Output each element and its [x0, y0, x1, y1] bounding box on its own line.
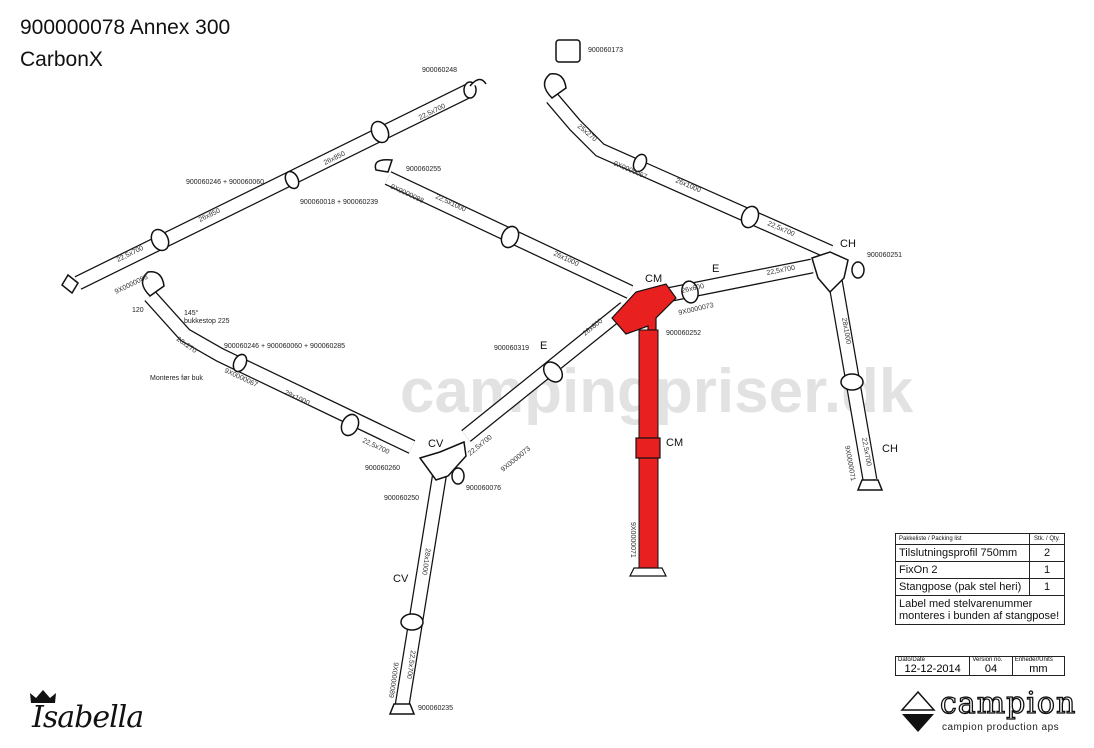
cv-corner-joint	[418, 440, 467, 481]
units-label: Enheder/Units	[1014, 657, 1053, 663]
tube-label: 22,5x700	[405, 650, 416, 680]
drawing-subtitle: CarbonX	[20, 48, 103, 71]
section-cv: CV	[428, 438, 444, 450]
tube-label: 9X0000073	[678, 302, 715, 317]
tubes	[61, 39, 884, 715]
wall-bracket	[141, 271, 165, 297]
clamp	[370, 120, 390, 144]
item-qty: 1	[1029, 578, 1065, 596]
units-value: mm	[1029, 663, 1048, 675]
dimension-label: 120	[132, 307, 144, 314]
clamp	[400, 613, 424, 631]
joint	[284, 170, 300, 190]
part-number-labels: 900060173 900060248 900060246 + 90006006…	[132, 47, 902, 712]
part-label: 900060246 + 900060060 + 900060285	[224, 343, 345, 350]
clamp	[150, 228, 170, 252]
clamp	[542, 361, 564, 383]
section-ch: CH	[882, 443, 898, 455]
version-value: 04	[984, 663, 998, 675]
joint	[632, 153, 648, 173]
section-cm: CM	[645, 273, 662, 285]
section-markers: CM CM E E CH CH CV CV	[393, 238, 898, 585]
end-cap	[463, 81, 477, 99]
end-cap	[451, 467, 465, 485]
part-label: 900060173	[588, 47, 623, 54]
item-name: FixOn 2	[895, 561, 1030, 579]
date-value: 12-12-2014	[904, 663, 961, 675]
part-label: 900060252	[666, 330, 701, 337]
crown-icon	[30, 690, 56, 703]
cm-center-joint-highlight	[611, 283, 677, 577]
part-label: 900060235	[418, 705, 453, 712]
isabella-wordmark: Isabella	[32, 700, 144, 735]
hook	[469, 78, 487, 87]
part-label: 900060255	[406, 166, 441, 173]
drawing-title: 900000078 Annex 300	[20, 16, 231, 39]
section-cm: CM	[666, 437, 683, 449]
wall-bracket	[374, 158, 394, 173]
clamp	[500, 225, 520, 249]
item-qty: 1	[1029, 561, 1065, 579]
clamp	[840, 373, 864, 391]
part-label: Monteres før buk	[150, 375, 203, 382]
foot-bracket	[61, 273, 79, 295]
section-cv: CV	[393, 573, 409, 585]
section-ch: CH	[840, 238, 856, 250]
ch-corner-joint	[811, 251, 849, 294]
clamp	[340, 413, 360, 437]
campion-logo: campion campion production aps	[900, 685, 1076, 735]
part-label: 900060018 + 900060239	[300, 199, 378, 206]
tube-label: 9X0000089	[387, 662, 399, 699]
part-label: 900060246 + 900060060	[186, 179, 264, 186]
tube-label: 28x1000	[840, 317, 852, 345]
isabella-logo: Isabella	[18, 688, 188, 738]
part-label: 900060076	[466, 485, 501, 492]
campion-wordmark: campion	[939, 685, 1077, 721]
section-e: E	[712, 263, 719, 275]
campion-subtitle: campion production aps	[942, 722, 1060, 733]
tube-label: 22,5x700	[860, 437, 872, 467]
wall-bracket	[543, 73, 567, 99]
part-label: 900060251	[867, 252, 902, 259]
part-label: 900060319	[494, 345, 529, 352]
end-cap	[851, 261, 865, 279]
part-label: 900060250	[384, 495, 419, 502]
packing-list-header: Pakkeliste / Packing list	[895, 533, 1030, 545]
item-name: Stangpose (pak stel heri)	[895, 578, 1030, 596]
table-row: Stangpose (pak stel heri)1	[895, 578, 1065, 596]
tube-label: 9X0000071	[629, 522, 636, 558]
tube-label: 9X0000073	[500, 446, 532, 474]
item-qty: 2	[1029, 544, 1065, 562]
packing-note: Label med stelvarenummer monteres i bund…	[895, 595, 1065, 625]
table-note-row: Label med stelvarenummer monteres i bund…	[895, 595, 1065, 625]
part-label: 900060248	[422, 67, 457, 74]
clamp	[740, 205, 760, 229]
clamp	[681, 280, 699, 304]
tube-label: 28x1000	[420, 548, 431, 576]
date-label: Dato/Date	[898, 657, 926, 663]
version-label: Version no.	[972, 657, 1003, 663]
item-name: Tilslutningsprofil 750mm	[895, 544, 1030, 562]
foot-plate	[388, 703, 416, 715]
fixon-clip	[555, 39, 581, 63]
qty-header: Stk. / Qty.	[1029, 533, 1065, 545]
part-label: bukkestop 225	[184, 318, 230, 325]
part-label: 900060260	[365, 465, 400, 472]
tube-label: 9X0000071	[843, 445, 856, 482]
foot-plate	[856, 479, 884, 491]
campion-triangle-icon	[900, 690, 936, 732]
joint	[232, 353, 248, 373]
section-e: E	[540, 340, 547, 352]
part-label: 145°	[184, 309, 199, 317]
